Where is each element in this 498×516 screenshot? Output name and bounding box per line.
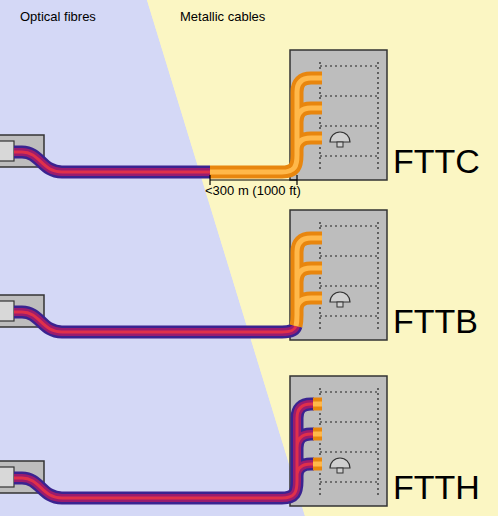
access-type-label: FTTH	[393, 468, 480, 507]
ftth-row	[0, 376, 387, 506]
metal-zone	[147, 0, 498, 516]
fttb-row	[0, 210, 387, 340]
access-type-label: FTTC	[393, 142, 480, 181]
fttc-row	[0, 50, 387, 185]
access-type-label: FTTB	[393, 302, 478, 341]
zone-label: Metallic cables	[180, 10, 265, 25]
dimension-label: <300 m (1000 ft)	[205, 184, 301, 199]
zone-label: Optical fibres	[20, 10, 96, 25]
